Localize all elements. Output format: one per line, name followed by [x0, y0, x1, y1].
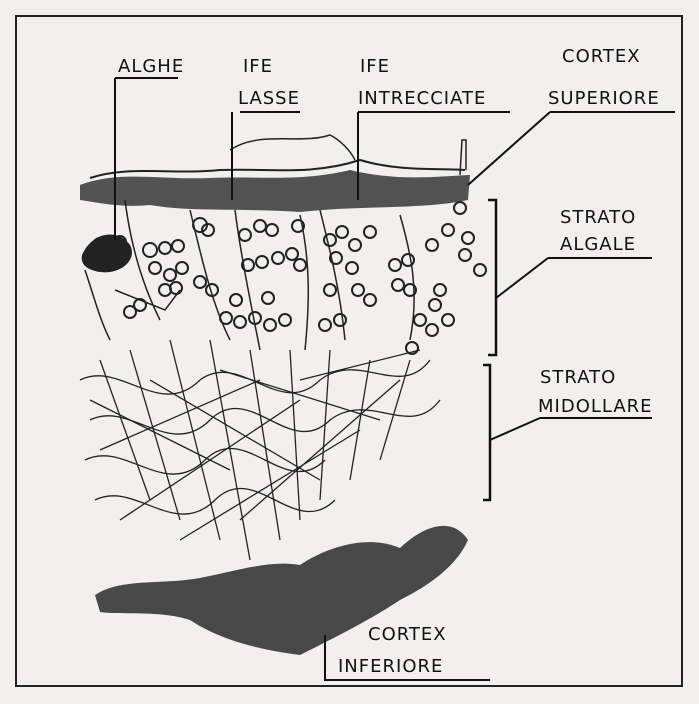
label-ife-lasse-2: LASSE [238, 88, 300, 109]
algal-cells [93, 202, 486, 354]
upper-cortex [80, 170, 470, 212]
label-cortex-superiore-2: SUPERIORE [548, 88, 660, 109]
label-strato-midollare-2: MIDOLLARE [538, 396, 653, 417]
label-alghe: ALGHE [118, 56, 184, 77]
medulla-hyphae [80, 340, 440, 560]
label-cortex-inferiore-2: INFERIORE [338, 656, 443, 677]
bracket-algal [488, 200, 496, 355]
label-strato-midollare-1: STRATO [540, 367, 616, 388]
label-ife-intrecciate-2: INTRECCIATE [358, 88, 486, 109]
label-cortex-inferiore-1: CORTEX [368, 624, 447, 645]
label-ife-lasse-1: IFE [243, 56, 273, 77]
loose-hyphae [85, 200, 414, 350]
label-strato-algale-1: STRATO [560, 207, 636, 228]
label-strato-algale-2: ALGALE [560, 234, 636, 255]
bracket-medulla [483, 365, 490, 500]
label-ife-intrecciate-1: IFE [360, 56, 390, 77]
label-cortex-superiore-1: CORTEX [562, 46, 641, 67]
